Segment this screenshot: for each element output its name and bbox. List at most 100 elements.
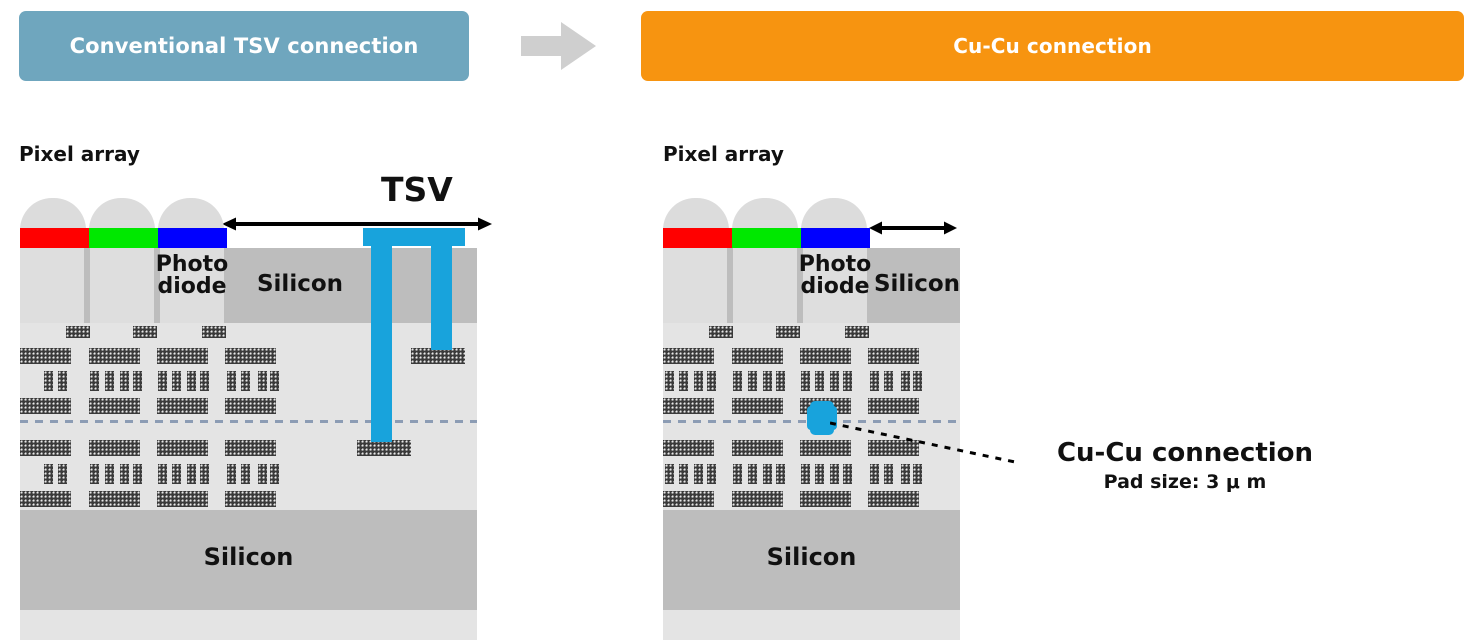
banner-cucu: Cu-Cu connection (641, 11, 1464, 81)
metal-via (227, 464, 236, 484)
tsv-width-arrow (222, 216, 492, 232)
metal-via (44, 464, 53, 484)
metal-via (90, 464, 99, 484)
tsv-landing-pad-lower (357, 440, 411, 456)
metal-via (227, 371, 236, 391)
metal-via (815, 371, 824, 391)
photodiode-label-right: Photo diode (798, 252, 872, 300)
metal-via (733, 464, 742, 484)
metal-via (776, 371, 785, 391)
metal-contact (845, 326, 869, 338)
metal-via (187, 371, 196, 391)
metal-bar (157, 440, 208, 456)
metal-via (200, 464, 209, 484)
metal-via (679, 371, 688, 391)
metal-via (187, 464, 196, 484)
metal-bar (20, 348, 71, 364)
metal-via (172, 371, 181, 391)
metal-via (776, 464, 785, 484)
metal-via (707, 464, 716, 484)
metal-via (90, 371, 99, 391)
metal-via (241, 464, 250, 484)
red-filter (20, 228, 89, 248)
photodiode-well (20, 248, 84, 323)
metal-bar (20, 398, 71, 414)
metal-via (133, 371, 142, 391)
metal-via (913, 371, 922, 391)
metal-bar (89, 348, 140, 364)
microlens (732, 198, 798, 230)
tsv-right-leg (431, 246, 452, 350)
metal-via (120, 371, 129, 391)
bonding-interface-line-left (20, 420, 477, 423)
metal-bar (663, 348, 714, 364)
cucu-callout-subtitle: Pad size: 3 μ m (1103, 471, 1267, 493)
pixel-array-label-left: Pixel array (19, 142, 140, 166)
metal-via (258, 464, 267, 484)
photodiode-label-left: Photo diode (155, 252, 229, 300)
metal-bar (800, 348, 851, 364)
metal-bar (20, 440, 71, 456)
metal-via (913, 464, 922, 484)
metal-via (843, 371, 852, 391)
microlens (801, 198, 867, 230)
photodiode-well (733, 248, 797, 323)
metal-bar (225, 348, 276, 364)
metal-via (105, 371, 114, 391)
metal-via (707, 371, 716, 391)
microlens (89, 198, 155, 230)
tsv-landing-pad-upper (411, 348, 465, 364)
tsv-left-leg (371, 246, 392, 442)
metal-via (870, 464, 879, 484)
metal-via (830, 464, 839, 484)
cu-cu-pad-waist (807, 406, 837, 430)
metal-via (58, 371, 67, 391)
metal-via (58, 464, 67, 484)
metal-bar (225, 440, 276, 456)
metal-bar (225, 491, 276, 507)
metal-contact (133, 326, 157, 338)
metal-bar (732, 348, 783, 364)
metal-contact (776, 326, 800, 338)
metal-via (694, 464, 703, 484)
silicon-bottom-layer-right (663, 510, 960, 610)
tsv-top-bar (363, 228, 465, 246)
dotted-leader-line (829, 420, 1020, 470)
photodiode-well (90, 248, 154, 323)
metal-via (884, 371, 893, 391)
metal-contact (709, 326, 733, 338)
metal-bar (89, 440, 140, 456)
cucu-callout-title: Cu-Cu connection (1056, 438, 1314, 468)
pixel-array-label-right: Pixel array (663, 142, 784, 166)
banner-conventional-tsv: Conventional TSV connection (19, 11, 469, 81)
cucu-callout: Cu-Cu connection Pad size: 3 μ m (1005, 438, 1365, 493)
silicon-bottom-label-left: Silicon (203, 543, 294, 571)
microlens (158, 198, 224, 230)
metal-bar (89, 398, 140, 414)
banner-right-label: Cu-Cu connection (953, 34, 1152, 58)
metal-contact (202, 326, 226, 338)
photodiode-well (160, 248, 224, 323)
metal-via (763, 464, 772, 484)
metal-via (748, 371, 757, 391)
metal-bar (663, 440, 714, 456)
metal-bar (868, 440, 919, 456)
green-filter (732, 228, 801, 248)
diagram-cucu: Pixel array Photo diode Silicon (641, 130, 1483, 640)
silicon-top-label-left: Silicon (256, 271, 344, 297)
metal-via (120, 464, 129, 484)
metal-bar (20, 491, 71, 507)
metal-contact (66, 326, 90, 338)
blue-filter (801, 228, 870, 248)
microlens (20, 198, 86, 230)
metal-bar (663, 491, 714, 507)
metal-via (200, 371, 209, 391)
metal-via (679, 464, 688, 484)
metal-bar (800, 491, 851, 507)
cucu-width-arrow (869, 220, 957, 236)
metal-via (258, 371, 267, 391)
metal-via (763, 371, 772, 391)
metal-via (105, 464, 114, 484)
metal-via (172, 464, 181, 484)
metal-via (884, 464, 893, 484)
